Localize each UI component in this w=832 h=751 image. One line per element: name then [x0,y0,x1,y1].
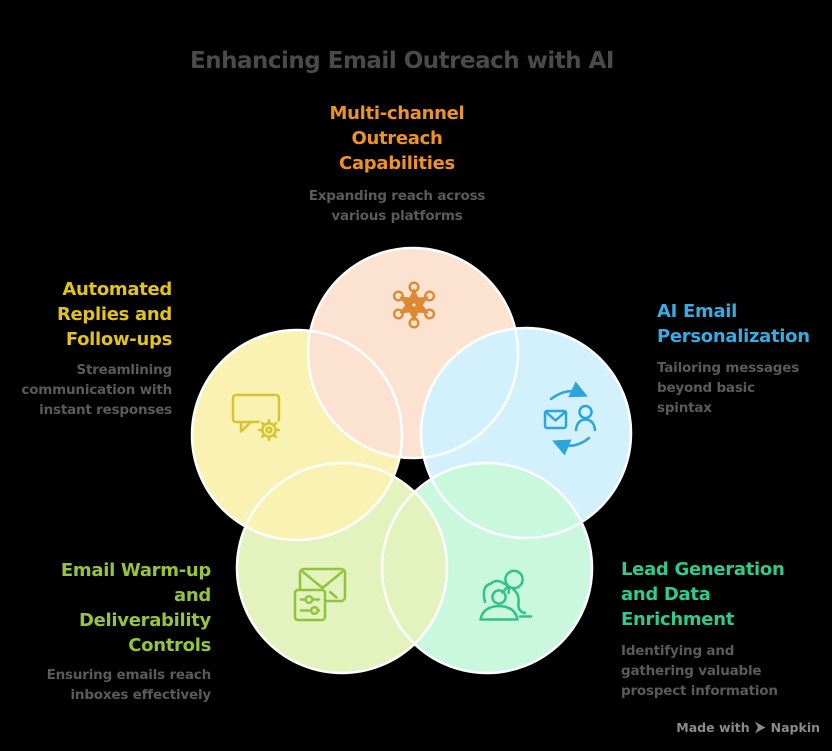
watermark: Made with Napkin [676,720,820,735]
petal-label-automated-replies: Automated Replies and Follow-ups [56,279,172,350]
petal-desc-lead-generation: Identifying and gathering valuable prosp… [621,643,778,699]
watermark-brand: Napkin [770,720,820,735]
petal-label-lead-generation: Lead Generation and Data Enrichment [621,559,785,630]
page-title: Enhancing Email Outreach with AI [190,48,614,74]
network-hub-icon [392,281,436,329]
email-settings-icon [293,567,347,622]
petal-desc-automated-replies: Streamlining communication with instant … [21,362,172,418]
circle-lead-generation [382,463,592,673]
petal-label-multi-channel: Multi-channel Outreach Capabilities [329,103,465,174]
chat-gear-icon [231,393,282,443]
petal-desc-warm-up: Ensuring emails reach inboxes effectivel… [46,667,212,703]
napkin-logo-icon [754,721,766,734]
circle-weave-patch [308,330,402,458]
people-search-icon [479,569,533,621]
circle-outlines [190,246,633,675]
petal-desc-ai-personalization: Tailoring messages beyond basic spintax [657,360,800,416]
petal-label-warm-up: Email Warm-up and Deliverability Control… [60,560,211,656]
email-person-sync-icon [543,381,597,456]
petal-desc-multi-channel: Expanding reach across various platforms [308,188,486,224]
petal-label-ai-personalization: AI Email Personalization [657,301,810,347]
watermark-made-with: Made with [676,720,750,735]
